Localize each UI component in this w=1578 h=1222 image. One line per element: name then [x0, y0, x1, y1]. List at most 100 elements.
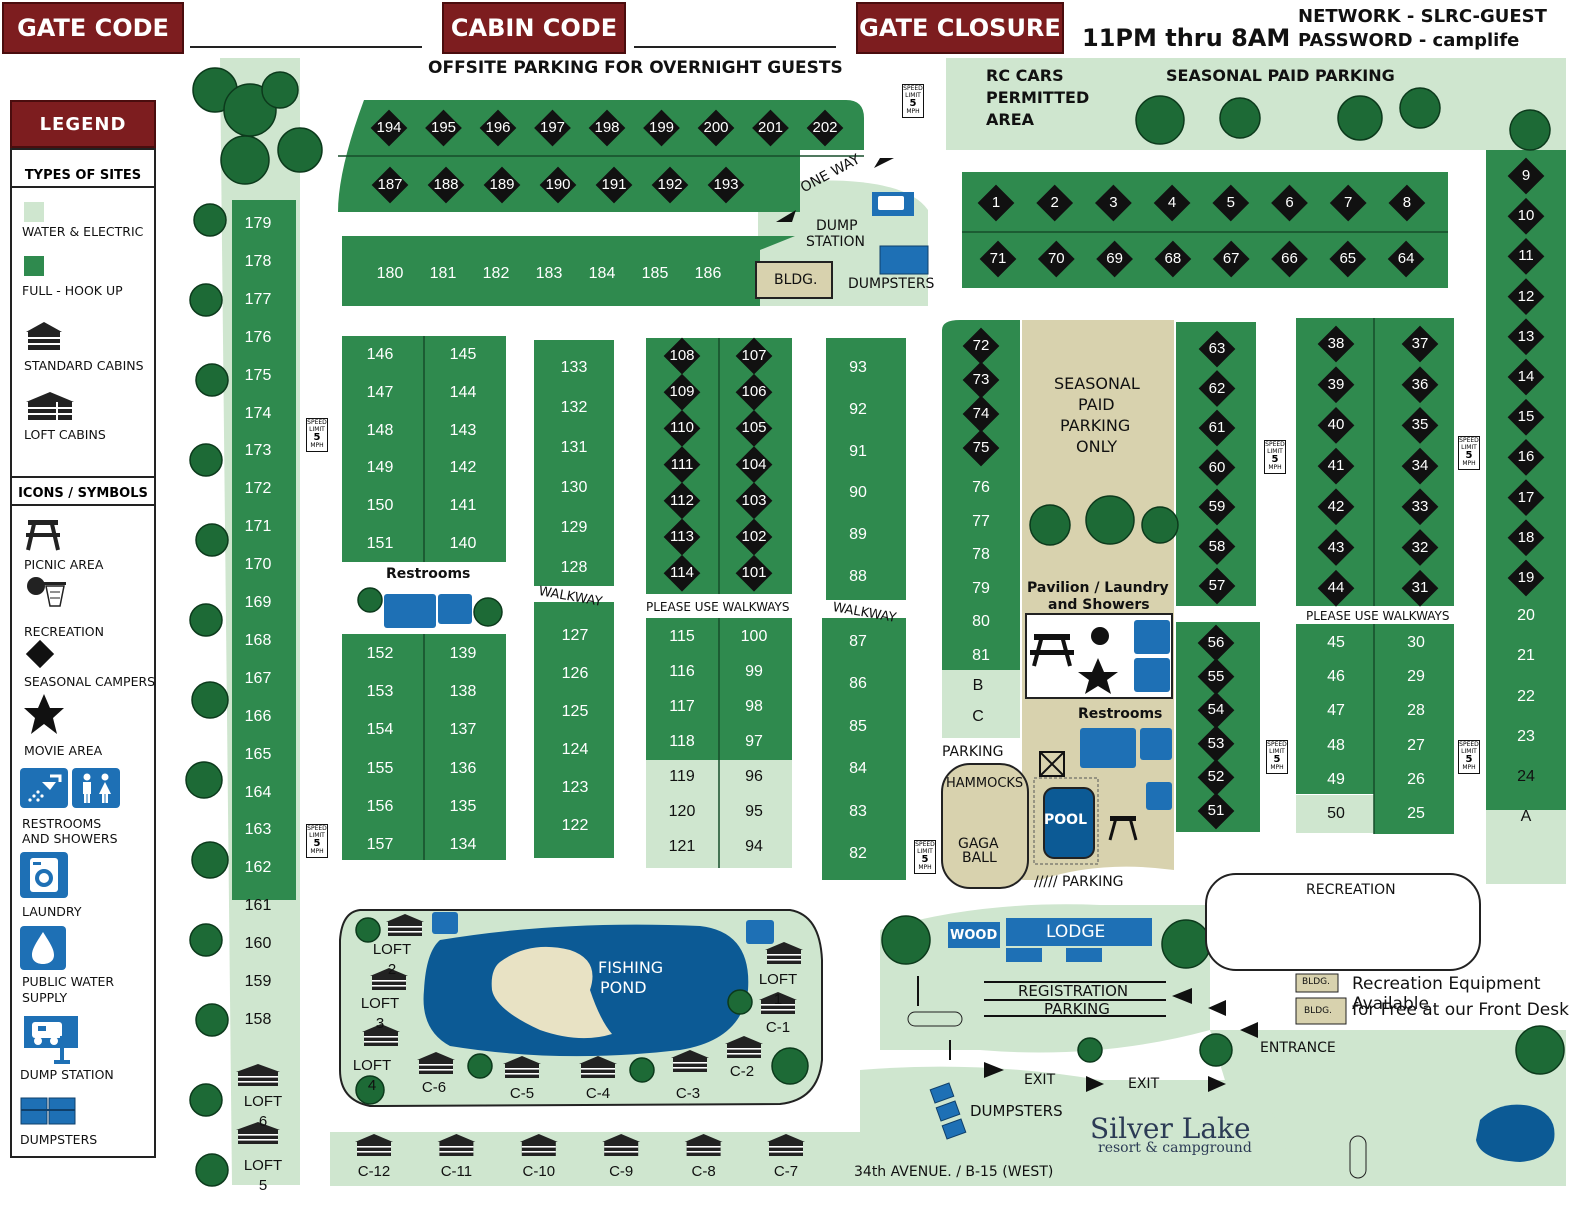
- site-label: 184: [588, 265, 616, 282]
- site-label: 146: [366, 346, 394, 363]
- site-label: 6: [1285, 194, 1294, 211]
- site-label: 106: [741, 383, 767, 401]
- site-label: 4: [1167, 194, 1177, 211]
- site-label: C: [972, 708, 984, 725]
- site-label: 64: [1397, 250, 1415, 267]
- site-label: 115: [669, 628, 695, 645]
- movie-area-label: MOVIE AREA: [24, 743, 103, 758]
- site-label: 60: [1208, 458, 1226, 476]
- speed-sign-text: SPEED: [307, 825, 327, 832]
- speed-sign-text: LIMIT: [1267, 447, 1283, 455]
- speed-sign-unit: MPH: [1462, 460, 1476, 467]
- site-label: 96: [745, 768, 763, 785]
- registration-label: REGISTRATION: [1018, 982, 1129, 1000]
- site-label: C-6: [421, 1079, 447, 1096]
- speed-sign-text: LIMIT: [1461, 443, 1477, 451]
- seasonal-campers-label: SEASONAL CAMPERS: [24, 674, 156, 689]
- site-label: 202: [812, 119, 838, 136]
- site-label: 163: [244, 821, 272, 839]
- site-label: 145: [449, 346, 477, 363]
- road-marker-2: [1349, 1135, 1367, 1179]
- speed-sign-text: SPEED: [1265, 441, 1285, 448]
- site-label: 22: [1517, 687, 1535, 705]
- site-label: 156: [366, 797, 394, 815]
- cabin-icon: [417, 1052, 455, 1074]
- site-label: 37: [1411, 335, 1429, 352]
- site-label: 134: [449, 836, 477, 853]
- picnic-label: PICNIC AREA: [24, 557, 104, 572]
- site-label: 26: [1407, 770, 1425, 788]
- site-label: 117: [669, 698, 695, 715]
- seasonal-paid-2: PAID: [1078, 395, 1115, 414]
- restroom-icon: [72, 768, 120, 808]
- site-label: 46: [1327, 668, 1345, 686]
- fishing-pond-2: POND: [600, 978, 647, 997]
- cabin-icon: [671, 1050, 709, 1072]
- avenue-label: 34th AVENUE. / B-15 (WEST): [854, 1164, 1054, 1180]
- site-label: 44: [1327, 579, 1345, 597]
- site-label: 136: [449, 759, 477, 777]
- speed-sign-text: LIMIT: [309, 425, 325, 433]
- legend-divider-2: [12, 476, 154, 478]
- site-label: 164: [244, 783, 272, 801]
- speed-sign-value: 5: [313, 838, 321, 849]
- rc-cars-label-2: PERMITTED: [986, 88, 1090, 107]
- site-label: 131: [560, 439, 588, 456]
- site-label: 9: [1521, 167, 1531, 184]
- road-marker: [907, 1011, 963, 1027]
- site-label: 68: [1164, 250, 1182, 267]
- shower-icon: [20, 768, 68, 808]
- site-label: 69: [1106, 250, 1123, 267]
- site-label: 113: [670, 528, 694, 545]
- dump-station-label-1: DUMP: [816, 218, 858, 234]
- site-label: 78: [972, 546, 990, 563]
- site-label: 130: [560, 479, 588, 496]
- site-label: 24: [1517, 768, 1535, 785]
- site-label: 43: [1327, 538, 1345, 556]
- registration-parking-label: PARKING: [1044, 1000, 1110, 1018]
- site-label: 98: [745, 698, 763, 715]
- site-label: 11: [1518, 247, 1534, 265]
- site-label: 138: [449, 683, 477, 701]
- brand-sub: resort & campground: [1098, 1140, 1252, 1156]
- site-label: 192: [657, 176, 683, 193]
- bldg-small-label-1: BLDG.: [1302, 977, 1330, 987]
- rec-equipment-2: for Free at our Front Desk: [1352, 1000, 1569, 1020]
- site-label: 196: [485, 119, 511, 136]
- site-label: 161: [244, 897, 272, 915]
- bldg-label: BLDG.: [774, 272, 818, 288]
- site-label: 137: [449, 721, 477, 739]
- exit-label-1: EXIT: [1024, 1072, 1056, 1088]
- speed-sign-text: SPEED: [1459, 437, 1479, 444]
- standard-cabins-label: STANDARD CABINS: [24, 358, 144, 373]
- entrance-label: ENTRANCE: [1260, 1040, 1336, 1056]
- site-label: 93: [849, 359, 867, 376]
- site-label: 20: [1517, 607, 1535, 625]
- cabin-code-line: [634, 46, 836, 48]
- small-pond: [1476, 1104, 1555, 1162]
- speed-sign-unit: MPH: [1462, 764, 1476, 771]
- gaga-ball-1: GAGA: [958, 836, 999, 852]
- pond-island: [491, 946, 612, 1039]
- dumpster-top: [879, 245, 929, 275]
- site-label: 30: [1407, 634, 1425, 651]
- site-label: B: [972, 677, 984, 694]
- site-label: 144: [449, 383, 477, 401]
- site-label: 111: [670, 455, 694, 473]
- speed-sign-text: LIMIT: [309, 831, 325, 839]
- site-label: 124: [561, 741, 589, 758]
- site-label: 148: [366, 421, 394, 439]
- standard-cabin-icon: [26, 322, 62, 350]
- site-label: 33: [1411, 497, 1429, 515]
- pavilion-label-2: and Showers: [1048, 597, 1150, 613]
- site-label: 13: [1517, 327, 1535, 345]
- site-label: 103: [741, 491, 767, 509]
- site-label: 83: [849, 802, 867, 820]
- dumpsters-bottom: [929, 1082, 967, 1140]
- cabin-icon: [437, 1134, 476, 1156]
- site-label: 198: [594, 119, 620, 136]
- site-label: 95: [745, 803, 763, 820]
- site-label: 34: [1411, 457, 1429, 475]
